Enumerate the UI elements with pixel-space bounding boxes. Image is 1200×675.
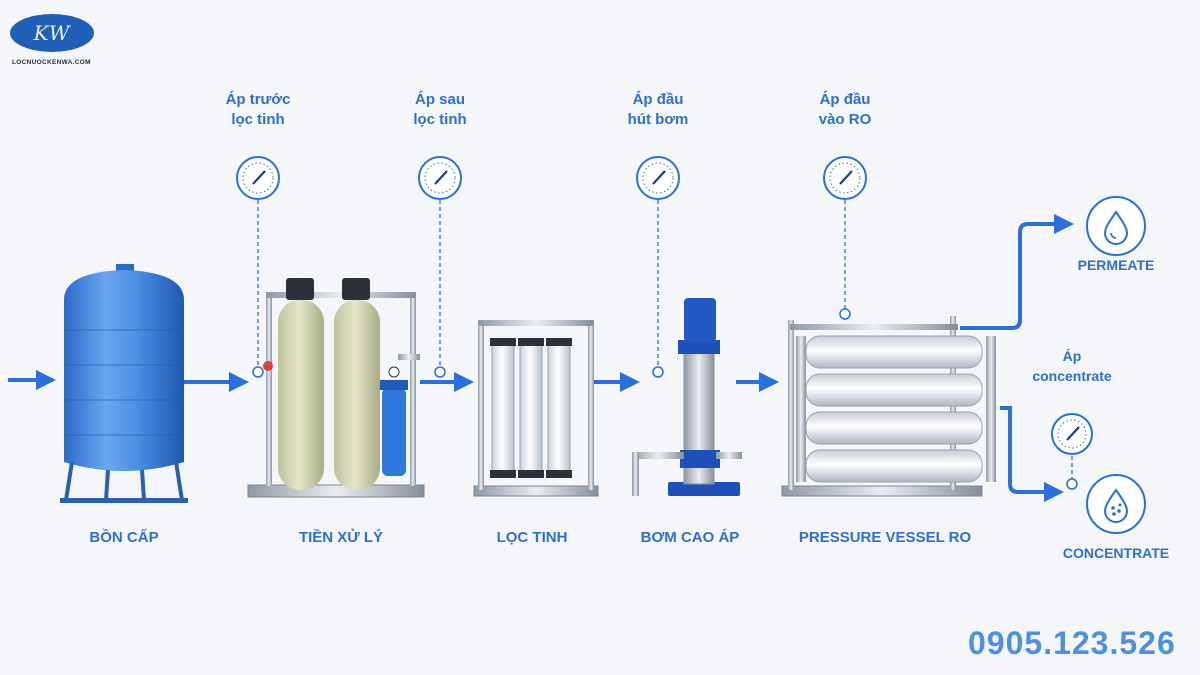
polishing-filter-unit	[473, 320, 599, 497]
gauge-label-ro-inlet: Áp đầu vào RO	[790, 90, 900, 130]
gauge-label-line2: vào RO	[818, 111, 872, 128]
gauge-label-pump-suction: Áp đầu hút bơm	[603, 90, 713, 130]
brand-website: LOCNUOCKENWA.COM	[12, 59, 91, 66]
pressure-gauge-icon	[418, 156, 462, 200]
main-pipe	[8, 214, 1074, 502]
ro-pressure-vessel-rack	[781, 316, 996, 497]
stage-label-ro-vessel: PRESSURE VESSEL RO	[798, 529, 972, 546]
gauge-label-line1: Áp đầu	[819, 91, 871, 108]
brand-logo: KW	[10, 14, 94, 52]
pressure-gauge-icon	[1051, 413, 1093, 455]
gauge-label-line1: Áp	[1062, 348, 1082, 364]
pressure-gauge-icon	[636, 156, 680, 200]
gauge-label-line1: Áp đầu	[632, 91, 684, 108]
logo-mark: KW	[33, 21, 71, 45]
output-label-concentrate: CONCENTRATE	[1062, 545, 1170, 561]
inline-gauge-icon	[252, 308, 1078, 490]
stage-label-storage-tank: BỒN CẤP	[89, 529, 159, 546]
gauge-label-pre-filter: Áp trước lọc tinh	[203, 90, 313, 130]
stage-label-pretreatment: TIỀN XỬ LÝ	[298, 529, 384, 546]
pressure-gauge-icon	[823, 156, 867, 200]
gauge-label-line2: lọc tinh	[231, 111, 285, 128]
gauge-label-line2: lọc tinh	[413, 111, 467, 128]
high-pressure-pump	[632, 298, 742, 496]
output-label-permeate: PERMEATE	[1077, 257, 1155, 273]
gauge-label-concentrate: Áp concentrate	[1017, 346, 1127, 386]
pressure-gauge-icon	[236, 156, 280, 200]
contact-phone: 0905.123.526	[968, 625, 1176, 661]
pretreatment-unit	[247, 278, 425, 498]
gauge-label-line2: hút bơm	[627, 111, 689, 128]
concentrate-drop-icon	[1086, 474, 1146, 534]
storage-tank	[60, 264, 188, 503]
water-drop-icon	[1086, 196, 1146, 256]
gauge-label-line2: concentrate	[1032, 368, 1112, 384]
stage-label-high-pressure-pump: BƠM CAO ÁP	[640, 529, 740, 546]
stage-label-polishing-filter: LỌC TINH	[496, 529, 568, 546]
gauge-label-line1: Áp sau	[414, 91, 465, 108]
gauge-label-line1: Áp trước	[225, 91, 291, 108]
gauge-label-post-filter: Áp sau lọc tinh	[385, 90, 495, 130]
